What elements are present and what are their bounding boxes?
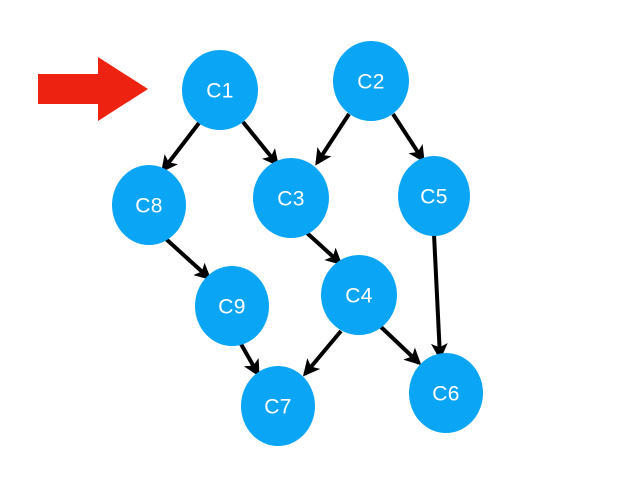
node-c9-shape[interactable] [195,266,269,346]
node-c6-shape[interactable] [409,353,483,433]
edge-c3-to-c4 [305,231,343,266]
node-c5-label: C5 [420,186,447,209]
edge-c1-to-c8 [161,121,201,173]
node-c7-label: C7 [264,396,291,419]
node-c9[interactable]: C9 [195,266,269,346]
annotation-layer [38,57,148,121]
node-c6[interactable]: C6 [409,353,483,433]
edges-layer [161,112,448,377]
edge-c9-to-c7 [239,343,260,377]
node-c8[interactable]: C8 [112,165,186,245]
node-c4-shape[interactable] [321,255,397,335]
node-c4[interactable]: C4 [321,255,397,335]
node-c5-shape[interactable] [398,156,470,236]
node-c3-shape[interactable] [253,158,329,238]
node-c1[interactable]: C1 [182,50,258,130]
red-pointer-arrow-icon [38,57,148,121]
node-c3-label: C3 [277,188,304,211]
node-c1-label: C1 [206,80,233,103]
node-c7[interactable]: C7 [241,366,315,446]
node-c8-label: C8 [135,195,162,218]
node-c7-shape[interactable] [241,366,315,446]
node-c2-label: C2 [357,71,384,94]
edge-c2-to-c3 [315,112,351,166]
edge-c1-to-c3 [241,120,280,167]
node-c8-shape[interactable] [112,165,186,245]
node-c4-label: C4 [345,285,372,308]
node-c2[interactable]: C2 [333,41,409,121]
node-c1-shape[interactable] [182,50,258,130]
edge-c4-to-c7 [302,329,343,377]
edge-c4-to-c6 [379,325,422,366]
node-c2-shape[interactable] [333,41,409,121]
edge-c2-to-c5 [391,112,425,163]
edge-c8-to-c9 [164,237,212,281]
node-c9-label: C9 [218,296,245,319]
edge-c5-to-c6 [430,233,448,361]
node-c6-label: C6 [432,383,459,406]
node-c3[interactable]: C3 [253,158,329,238]
node-c5[interactable]: C5 [398,156,470,236]
